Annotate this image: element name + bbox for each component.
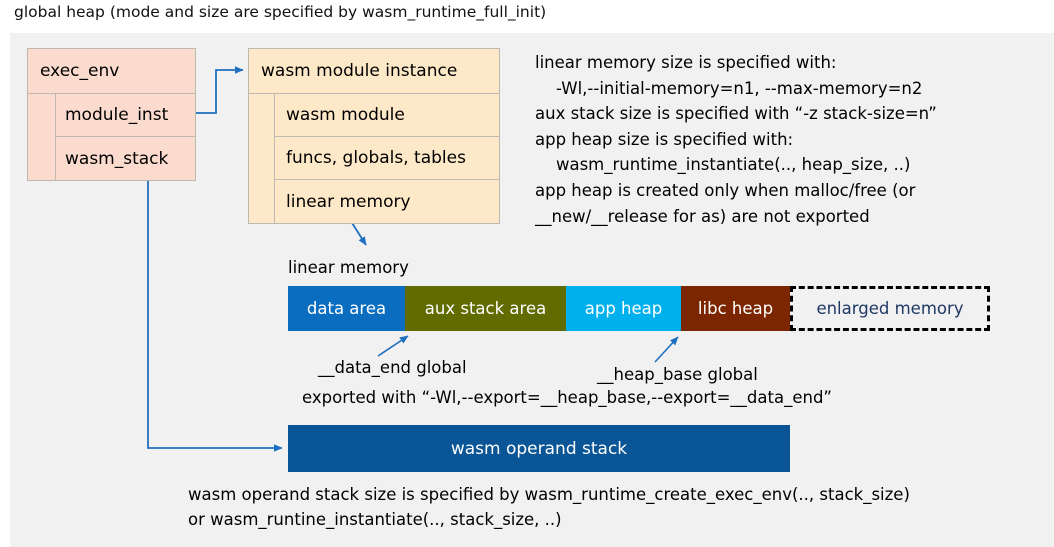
linear-memory-caption: linear memory: [288, 258, 409, 277]
module-instance-field-funcs-globals-tables: funcs, globals, tables: [275, 137, 499, 180]
exec-env-box: exec_env module_inst wasm_stack: [27, 48, 196, 181]
segment-label: data area: [306, 299, 387, 318]
segment-label: enlarged memory: [816, 299, 964, 318]
annotation-heap-base: __heap_base global: [597, 365, 758, 384]
module-instance-gutter: [249, 94, 275, 223]
segment-app-heap: app heap: [566, 286, 681, 331]
segment-label: app heap: [584, 299, 663, 318]
module-instance-header: wasm module instance: [249, 49, 499, 94]
exec-env-field-label: module_inst: [65, 105, 169, 125]
segment-aux-stack-area: aux stack area: [405, 286, 566, 331]
annotation-data-end: __data_end global: [318, 358, 467, 377]
exec-env-field-label: wasm_stack: [65, 148, 169, 169]
operand-stack-caption: wasm operand stack size is specified by …: [188, 485, 910, 529]
segment-label: libc heap: [697, 299, 774, 318]
segment-data-area: data area: [288, 286, 405, 331]
module-instance-field-linear-memory: linear memory: [275, 180, 499, 223]
segment-libc-heap: libc heap: [681, 286, 790, 331]
wasm-operand-stack-bar: wasm operand stack: [288, 425, 790, 472]
page-title: global heap (mode and size are specified…: [14, 3, 547, 21]
module-instance-box: wasm module instance wasm module funcs, …: [248, 48, 500, 224]
module-instance-field-label: funcs, globals, tables: [286, 148, 466, 168]
module-instance-field-label: linear memory: [286, 191, 411, 212]
exec-env-field-module-inst: module_inst: [56, 94, 195, 137]
linear-memory-strip: data area aux stack area app heap libc h…: [288, 286, 990, 331]
segment-label: aux stack area: [424, 299, 547, 318]
module-instance-field-label: wasm module: [286, 105, 405, 125]
exec-env-header: exec_env: [28, 49, 195, 94]
module-instance-field-wasm-module: wasm module: [275, 94, 499, 137]
exec-env-field-wasm-stack: wasm_stack: [56, 137, 195, 180]
exec-env-gutter: [28, 94, 56, 180]
wasm-operand-stack-label: wasm operand stack: [450, 438, 628, 459]
annotation-exported-with: exported with “-Wl,--export=__heap_base,…: [302, 388, 832, 407]
module-instance-title: wasm module instance: [261, 61, 458, 81]
exec-env-title: exec_env: [40, 61, 120, 81]
segment-enlarged-memory: enlarged memory: [790, 286, 990, 331]
memory-config-notes: linear memory size is specified with: -W…: [535, 53, 937, 226]
